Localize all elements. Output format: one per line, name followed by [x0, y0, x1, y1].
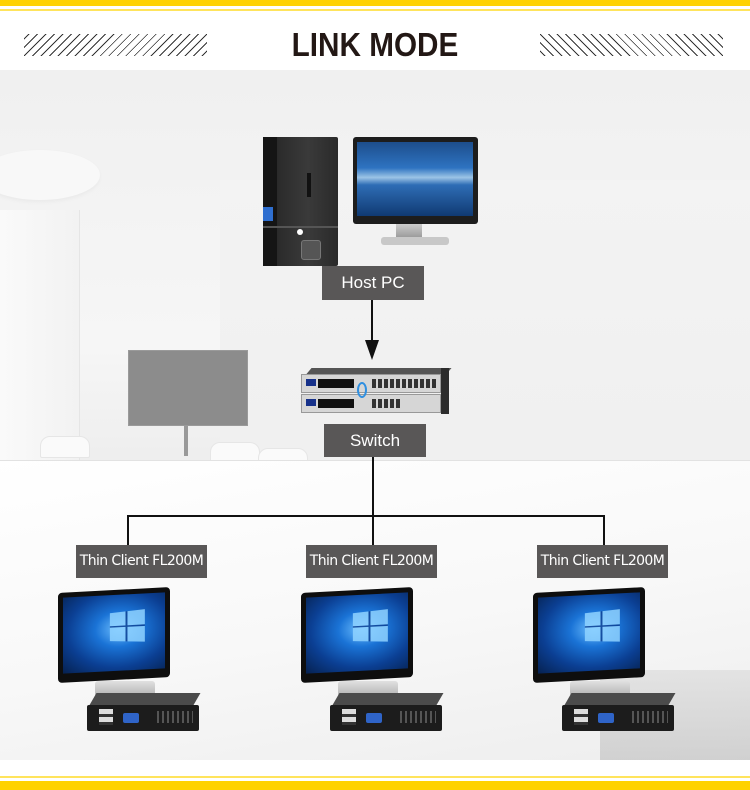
switch-label: Switch [324, 424, 426, 457]
bottom-yellow-bar [0, 760, 750, 790]
monitor-icon [533, 587, 645, 683]
yellow-stripe-thin [0, 776, 750, 778]
windows-logo-icon [109, 609, 145, 642]
power-button-icon [301, 240, 321, 260]
switch-ports [372, 379, 438, 388]
connector-line-horizontal [127, 515, 605, 517]
tower-slot [307, 173, 311, 197]
thin-client-label: Thin Client FL200M [537, 545, 668, 578]
switch-display [318, 399, 354, 408]
tower-led [297, 229, 303, 235]
vent-icon [400, 711, 436, 723]
thin-client-device [298, 585, 448, 745]
vga-port-icon [598, 713, 614, 723]
mini-pc-icon [330, 693, 444, 733]
header: LINK MODE [0, 14, 750, 70]
windows-logo-icon [584, 609, 620, 642]
switch-tag [306, 399, 316, 406]
thin-client-device [530, 585, 680, 745]
usb-port-icon [574, 709, 588, 725]
vga-port-icon [366, 713, 382, 723]
mini-pc-lid [89, 693, 201, 705]
background-tv-stand [184, 426, 188, 456]
mini-pc-icon [87, 693, 201, 733]
cable-icon [357, 382, 367, 398]
yellow-stripe-thick [0, 0, 750, 6]
monitor-screen [357, 142, 473, 216]
tower-band [263, 226, 338, 228]
connector-line [371, 300, 373, 344]
arrow-down-icon [365, 340, 379, 360]
background-lamp [0, 150, 100, 200]
top-yellow-bar [0, 0, 750, 14]
mini-pc-lid [332, 693, 444, 705]
connector-line [372, 515, 374, 545]
mini-pc-icon [562, 693, 676, 733]
monitor-icon [301, 587, 413, 683]
windows-logo-icon [352, 609, 388, 642]
mini-pc-front [562, 705, 674, 731]
host-pc-label: Host PC [322, 266, 424, 300]
hatch-decoration-right [540, 34, 723, 56]
monitor-base [381, 237, 449, 245]
monitor-icon [58, 587, 170, 683]
vent-icon [157, 711, 193, 723]
mini-pc-front [87, 705, 199, 731]
vent-icon [632, 711, 668, 723]
usb-port-icon [342, 709, 356, 725]
thin-client-device [55, 585, 205, 745]
switch-side [441, 368, 449, 414]
thin-client-label: Thin Client FL200M [306, 545, 437, 578]
thin-client-label: Thin Client FL200M [76, 545, 207, 578]
monitor-icon [353, 137, 478, 224]
yellow-stripe-thick [0, 781, 750, 790]
yellow-stripe-thin [0, 9, 750, 11]
desktop-tower-icon [263, 137, 338, 266]
switch-unit [301, 394, 441, 413]
network-switch-icon [301, 368, 452, 416]
connector-line [603, 515, 605, 545]
switch-ports [372, 399, 402, 408]
mini-pc-lid [564, 693, 676, 705]
page-title: LINK MODE [291, 26, 459, 63]
background-tv [128, 350, 248, 426]
vga-port-icon [123, 713, 139, 723]
hatch-decoration-left [24, 34, 207, 56]
monitor-stand [396, 224, 422, 238]
connector-line [127, 515, 129, 545]
tower-blue-accent [263, 207, 273, 221]
switch-display [318, 379, 354, 388]
connector-line [372, 457, 374, 516]
switch-tag [306, 379, 316, 386]
background-chair [40, 436, 90, 458]
usb-port-icon [99, 709, 113, 725]
tower-side [263, 137, 277, 266]
switch-unit [301, 374, 441, 393]
mini-pc-front [330, 705, 442, 731]
